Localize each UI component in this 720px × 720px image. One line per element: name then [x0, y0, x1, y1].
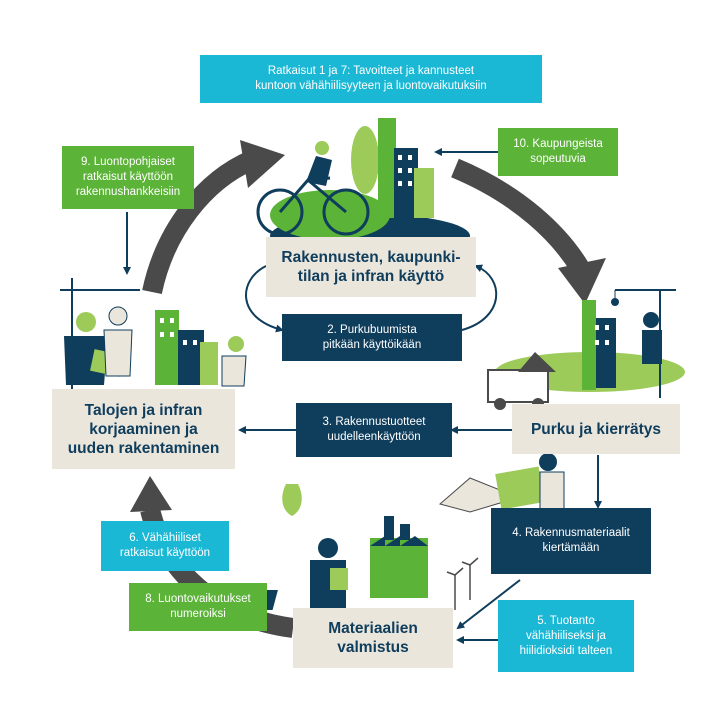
scrap-pile-icon [438, 453, 565, 513]
top-banner: Ratkaisut 1 ja 7: Tavoitteet ja kannuste… [200, 55, 542, 103]
stage-demolition: Purku ja kierrätys [512, 404, 680, 454]
cycle-arrowhead-demolition [558, 258, 606, 304]
cycle-arrowhead-repair [130, 476, 172, 512]
solution-8-box: 8. Luontovaikutukset numeroiksi [129, 583, 267, 631]
demolition-site-icon [487, 289, 685, 410]
solution-9-box: 9. Luontopohjaiset ratkaisut käyttöön ra… [62, 146, 194, 209]
stage-use: Rakennusten, kaupunki- tilan ja infran k… [266, 237, 476, 297]
cycle-arrow-use-to-demolition [451, 158, 589, 274]
loop-arrow-left [245, 265, 284, 333]
solution-10-box: 10. Kaupungeista sopeutuvia [498, 128, 618, 176]
solution-4-box: 4. Rakennusmateriaalit kiertämään [491, 508, 651, 574]
stage-repair: Talojen ja infran korjaaminen ja uuden r… [52, 389, 235, 469]
solution-5-box: 5. Tuotanto vähähiiliseksi ja hiilidioks… [498, 600, 634, 672]
cycle-arrow-repair-to-use [142, 150, 257, 295]
loop-arrow-right [461, 264, 498, 331]
construction-team-icon [60, 278, 247, 390]
cycle-arrowhead-use [240, 140, 285, 188]
solution-3-box: 3. Rakennustuotteet uudelleenkäyttöön [296, 403, 452, 457]
solution-2-box: 2. Purkubuumista pitkään käyttöikään [282, 314, 462, 361]
arrow-s4-to-manufacturing [456, 579, 521, 630]
stage-manufacturing: Materiaalien valmistus [293, 608, 453, 668]
solution-6-box: 6. Vähähiiliset ratkaisut käyttöön [101, 521, 229, 571]
